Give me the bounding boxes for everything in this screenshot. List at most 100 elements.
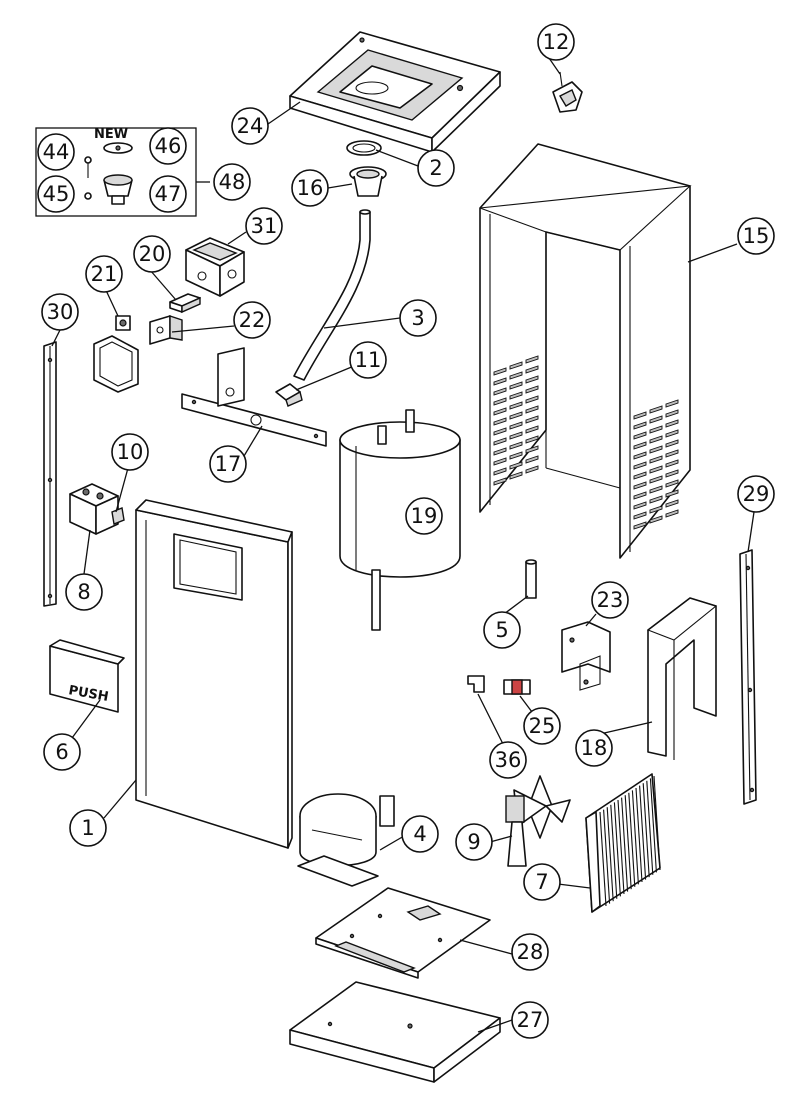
svg-text:19: 19 [411,504,438,528]
svg-text:17: 17 [215,452,242,476]
callout-5: 5 [483,611,521,649]
callout-11: 11 [349,341,387,379]
callout-31: 31 [245,207,283,245]
svg-text:25: 25 [529,714,556,738]
svg-text:1: 1 [81,816,94,840]
callout-8: 8 [65,573,103,611]
callout-16: 16 [291,169,329,207]
cover-plate [93,335,139,393]
callout-27: 27 [511,1001,549,1039]
callout-10: 10 [111,433,149,471]
callout-4: 4 [401,815,439,853]
new-parts-kit: NEW [35,127,210,217]
callout-20: 20 [133,235,171,273]
part-4-compressor [297,793,395,887]
push-label: PUSH [67,683,109,705]
part-10-connector [111,507,125,525]
svg-text:20: 20 [139,242,166,266]
part-30-side-rail [43,341,57,607]
callout-29: 29 [737,475,775,513]
part-12-bubbler [552,71,583,113]
part-22-mount-bracket [149,315,183,345]
part-6-push-plate: PUSH [49,639,125,713]
svg-text:27: 27 [517,1008,544,1032]
callout-17: 17 [209,445,247,483]
callout-3: 3 [399,299,437,337]
svg-text:15: 15 [743,224,770,248]
callout-28: 28 [511,933,549,971]
svg-text:16: 16 [297,176,324,200]
svg-text:18: 18 [581,736,608,760]
svg-text:7: 7 [535,870,548,894]
part-17-mounting-rail [181,347,327,447]
part-24-basin-top [289,31,501,153]
part-8-control-box [69,483,119,535]
kit-new-label: NEW [94,127,128,142]
part-5-valve [525,559,537,599]
svg-text:36: 36 [495,748,522,772]
svg-text:31: 31 [251,214,278,238]
part-7-condenser [585,773,661,913]
svg-text:29: 29 [743,482,770,506]
callout-47: 47 [149,175,187,213]
part-31-junction-box [185,237,245,297]
callout-1: 1 [69,809,107,847]
part-20-bracket [169,293,201,314]
callout-45: 45 [37,175,75,213]
callout-21: 21 [85,255,123,293]
svg-text:24: 24 [237,114,264,138]
callout-6: 6 [43,733,81,771]
part-19-water-tank [339,409,461,631]
callout-12: 12 [537,23,575,61]
svg-text:8: 8 [77,580,90,604]
svg-text:30: 30 [47,300,74,324]
svg-text:45: 45 [43,182,70,206]
callout-24: 24 [231,107,269,145]
callout-7: 7 [523,863,561,901]
callout-18: 18 [575,729,613,767]
svg-text:11: 11 [355,348,382,372]
svg-text:12: 12 [543,30,570,54]
callout-15: 15 [737,217,775,255]
svg-text:6: 6 [55,740,68,764]
part-1-front-panel [135,499,293,849]
part-29-side-rail [739,549,757,805]
callout-25: 25 [523,707,561,745]
callouts: 24 12 2 16 15 31 20 21 22 30 3 11 17 19 … [37,23,775,1039]
svg-text:2: 2 [429,156,442,180]
callout-44: 44 [37,133,75,171]
leader-lines [51,57,755,1033]
part-27-drip-tray [289,981,501,1083]
svg-text:4: 4 [413,822,426,846]
svg-text:28: 28 [517,940,544,964]
callout-23: 23 [591,581,629,619]
svg-text:5: 5 [495,618,508,642]
callout-22: 22 [233,301,271,339]
part-36-elbow [467,675,485,693]
part-3-drain-hose [293,209,371,381]
svg-text:21: 21 [91,262,118,286]
part-23-bracket [561,621,611,691]
part-28-base-plate [315,887,491,979]
part-18-u-frame [646,597,718,760]
part-11-fitting [275,383,303,407]
svg-text:10: 10 [117,440,144,464]
callout-46: 46 [149,127,187,165]
part-16-drain-fitting [349,166,387,197]
part-9-fan [505,775,571,867]
part-15-cabinet-panel [479,143,692,559]
svg-text:47: 47 [155,182,182,206]
svg-text:22: 22 [239,308,266,332]
svg-text:46: 46 [155,134,182,158]
callout-2: 2 [417,149,455,187]
svg-text:48: 48 [219,170,246,194]
part-21-switch [115,315,131,331]
svg-text:9: 9 [467,830,480,854]
callout-19: 19 [405,497,443,535]
part-2-gasket [346,140,382,156]
callout-30: 30 [41,293,79,331]
svg-text:23: 23 [597,588,624,612]
callout-36: 36 [489,741,527,779]
callout-48: 48 [213,163,251,201]
